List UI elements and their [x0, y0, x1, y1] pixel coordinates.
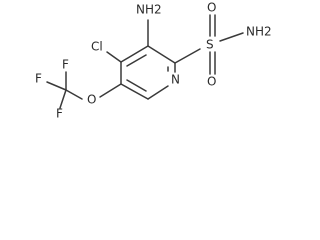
bond-c6-c5 [120, 83, 149, 100]
sulfonamide-nh2-label: NH2 [246, 25, 272, 39]
bond-c4-c3 [120, 45, 149, 63]
ring-nitrogen-label: N [171, 73, 180, 87]
ether-oxygen-label: O [87, 93, 96, 107]
bond-c-f-left [46, 81, 67, 91]
bond-c4-cl [106, 51, 122, 63]
bond-n1-c6 [147, 85, 169, 100]
amino-nh2-label: NH2 [136, 3, 162, 17]
bond-c5-o [99, 83, 122, 98]
fluorine-top-label: F [62, 58, 69, 72]
bond-c3-c2 [147, 45, 176, 64]
bond-o-cf3 [65, 89, 83, 100]
sulfur-label: S [206, 38, 214, 52]
fluorine-bottom-label: F [56, 107, 63, 121]
atom-labels: NH2 Cl S O O NH2 N O F F F [35, 1, 272, 121]
pyridine-ring [120, 45, 176, 100]
bond-c2-s [174, 48, 201, 64]
bond-c6-c5-inner [126, 79, 147, 92]
sulfonyl-oxygen-bottom-label: O [207, 75, 216, 89]
fluorine-left-label: F [35, 72, 42, 86]
chlorine-label: Cl [91, 40, 103, 54]
chemical-structure: NH2 Cl S O O NH2 N O F F F [35, 1, 272, 121]
bond-s-nh2 [219, 32, 244, 42]
substituent-bonds [46, 14, 244, 109]
bond-c-f-bottom [59, 89, 67, 109]
sulfonyl-oxygen-top-label: O [207, 1, 216, 15]
bond-c4-c3-inner [126, 54, 147, 67]
